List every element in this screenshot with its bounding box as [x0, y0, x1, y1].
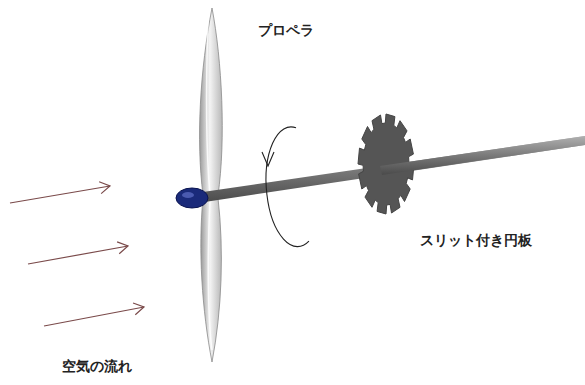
propeller-label: プロペラ: [258, 22, 314, 39]
hub: [176, 188, 208, 208]
air-flow-label: 空気の流れ: [62, 358, 132, 375]
propeller: [200, 8, 223, 362]
rotation-arrow: [262, 126, 309, 248]
air-flow-arrows: [10, 186, 144, 326]
disk-label: スリット付き円板: [420, 232, 532, 249]
shaft-front: [380, 136, 585, 175]
hub-highlight: [182, 192, 194, 198]
